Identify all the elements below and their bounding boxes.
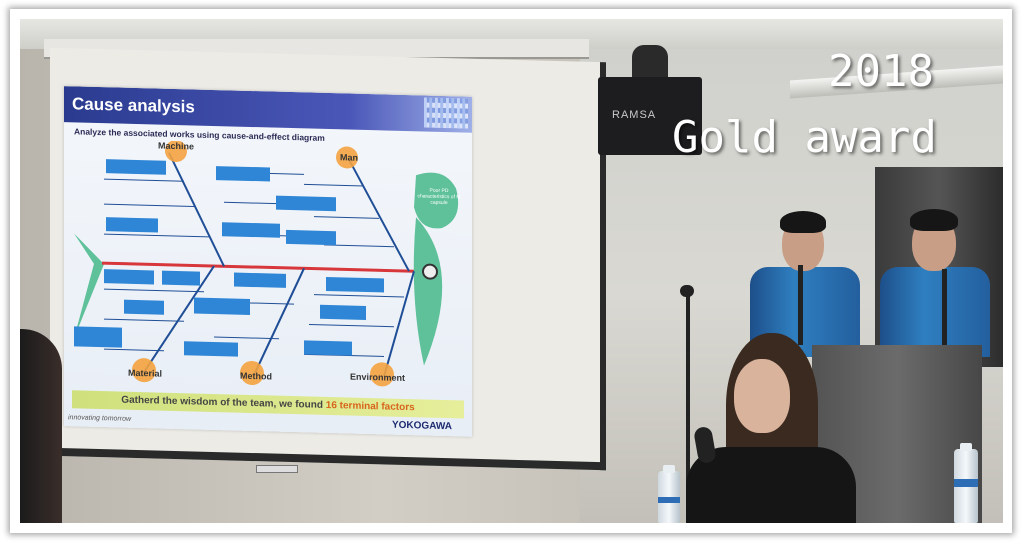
fish-spine xyxy=(102,261,419,273)
award-title: Gold award xyxy=(672,112,937,163)
fish-eye xyxy=(422,263,438,280)
bone-environment xyxy=(383,270,415,377)
bone-method xyxy=(253,267,305,376)
presenter-right-hair xyxy=(910,209,958,231)
presenter-right-mic xyxy=(942,269,947,345)
fish-head xyxy=(413,217,443,366)
floor-mic-stand xyxy=(686,293,690,523)
floor-mic-head xyxy=(680,285,694,297)
bottle-cap xyxy=(663,465,675,473)
bone-man xyxy=(348,159,410,272)
slide-tagline: innovating tomorrow xyxy=(68,414,132,423)
slide-title: Cause analysis xyxy=(72,94,195,117)
audience-member-body xyxy=(686,447,856,523)
footer-highlight: 16 terminal factors xyxy=(325,399,415,414)
slide-brand-logo: YOKOGAWA xyxy=(391,419,452,433)
footer-text: Gatherd the wisdom of the team, we found xyxy=(121,394,326,411)
header-decoration xyxy=(424,97,468,129)
speaker-brand: RAMSA xyxy=(612,109,657,121)
fish-tail xyxy=(74,233,104,339)
speaker-mount xyxy=(632,45,668,79)
effect-bubble xyxy=(414,172,459,229)
category-environment: Environment xyxy=(350,372,405,383)
event-photo: Cause analysis Analyze the associated wo… xyxy=(20,19,1003,523)
bottle-label xyxy=(658,497,680,503)
cause-boxes xyxy=(74,159,384,357)
category-method: Method xyxy=(240,371,272,382)
category-machine: Machine xyxy=(158,141,194,152)
category-markers xyxy=(132,140,394,387)
fishbone-diagram: Machine Man Material Method Environment … xyxy=(74,140,461,387)
projection-screen: Cause analysis Analyze the associated wo… xyxy=(50,47,606,471)
award-year: 2018 xyxy=(828,46,934,97)
presenter-left-hair xyxy=(780,211,826,233)
effect-label-wrap: Poor PD characteristics of M capsule xyxy=(417,187,461,207)
presenter-right-jacket xyxy=(880,267,990,357)
bone-material xyxy=(143,265,215,373)
category-man: Man xyxy=(340,152,358,162)
wall-speaker xyxy=(598,77,702,155)
screen-pull-handle xyxy=(256,465,298,473)
presenter-left-mic xyxy=(798,265,803,345)
bottle-label-right xyxy=(954,479,978,487)
presentation-slide: Cause analysis Analyze the associated wo… xyxy=(64,86,472,437)
category-material: Material xyxy=(128,368,162,379)
bone-machine xyxy=(168,152,225,267)
effect-label: Poor PD characteristics of M capsule xyxy=(417,187,461,207)
bottle-cap-right xyxy=(960,443,972,451)
audience-member-left xyxy=(20,329,62,523)
audience-member-face xyxy=(734,359,790,433)
